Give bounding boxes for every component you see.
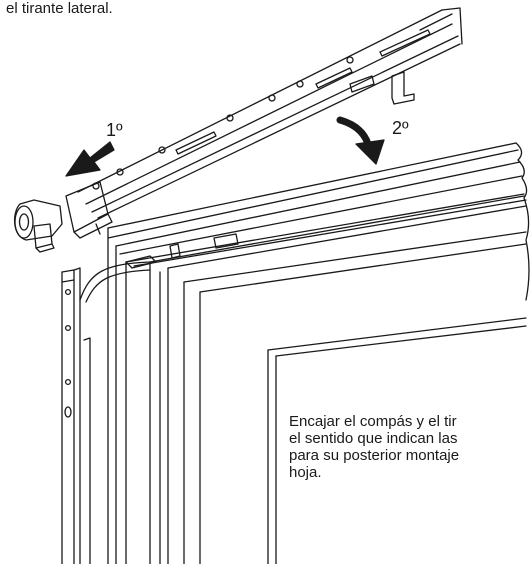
window-frame xyxy=(107,142,530,564)
instruction-line-4: hoja. xyxy=(289,464,322,481)
window-sash xyxy=(149,195,527,564)
hinge-arm xyxy=(65,7,463,239)
instruction-text: Encajar el compás y el tir el sentido qu… xyxy=(289,413,530,481)
vertical-rail xyxy=(61,255,157,564)
step2-label: 2º xyxy=(392,118,409,138)
arrow-step1 xyxy=(65,141,115,177)
step1-label: 1º xyxy=(106,120,123,140)
instruction-line-3: para su posterior montaje xyxy=(289,447,460,464)
instruction-line-1: Encajar el compás y el tir xyxy=(289,413,457,430)
top-caption: el tirante lateral. xyxy=(6,0,113,17)
arrow-step2 xyxy=(336,116,385,165)
pivot-knuckle xyxy=(14,199,63,253)
instruction-line-2: el sentido que indican las xyxy=(289,430,458,447)
